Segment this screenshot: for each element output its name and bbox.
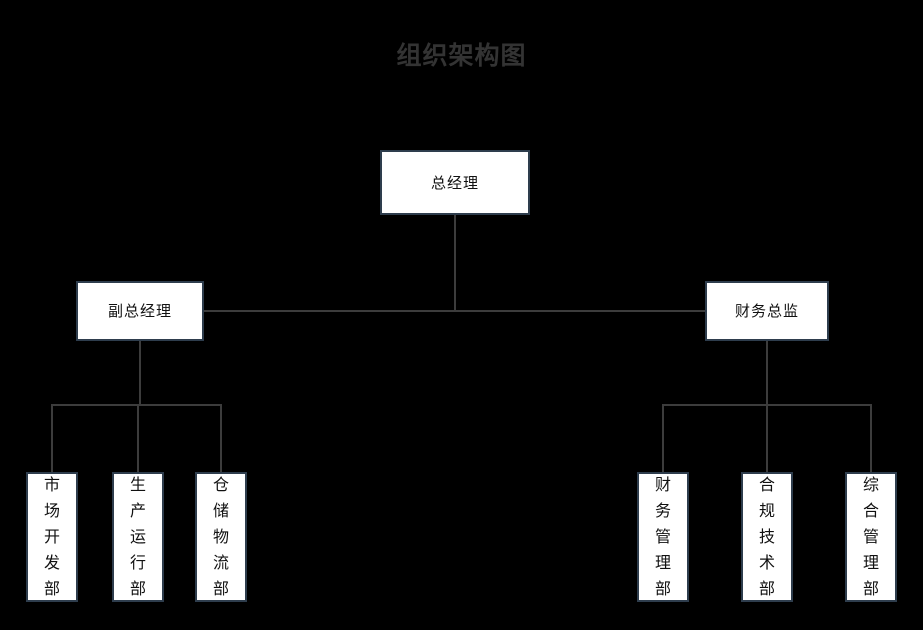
node-label: 财务管理部: [655, 475, 672, 598]
node-financial-director[interactable]: 财务总监: [705, 281, 829, 341]
node-label: 综合管理部: [863, 475, 880, 598]
connector-level2-bus: [204, 310, 706, 312]
connector-right-dept-3-drop: [870, 404, 872, 473]
node-label: 副总经理: [107, 302, 172, 320]
node-general-manager[interactable]: 总经理: [380, 150, 530, 215]
node-general-management-dept[interactable]: 综合管理部: [845, 472, 897, 602]
connector-right-dept-2-drop: [766, 404, 768, 473]
page-title: 组织架构图: [396, 41, 527, 70]
connector-left-dept-1-drop: [51, 404, 53, 473]
connector-root-drop: [454, 215, 456, 311]
node-label: 合规技术部: [759, 475, 776, 598]
node-financial-management-dept[interactable]: 财务管理部: [637, 472, 689, 602]
node-deputy-general-manager[interactable]: 副总经理: [76, 281, 204, 341]
node-label: 生产运行部: [130, 475, 147, 598]
node-production-operation-dept[interactable]: 生产运行部: [112, 472, 164, 602]
node-compliance-technology-dept[interactable]: 合规技术部: [741, 472, 793, 602]
node-label: 总经理: [430, 173, 479, 192]
connector-right-dept-1-drop: [662, 404, 664, 473]
node-market-development-dept[interactable]: 市场开发部: [26, 472, 78, 602]
connector-finance-drop: [766, 341, 768, 406]
node-label: 市场开发部: [44, 475, 61, 598]
connector-deputy-drop: [139, 341, 141, 406]
node-label: 财务总监: [734, 302, 799, 320]
node-label: 仓储物流部: [213, 475, 230, 598]
connector-left-dept-2-drop: [137, 404, 139, 473]
node-warehouse-logistics-dept[interactable]: 仓储物流部: [195, 472, 247, 602]
connector-left-dept-3-drop: [220, 404, 222, 473]
